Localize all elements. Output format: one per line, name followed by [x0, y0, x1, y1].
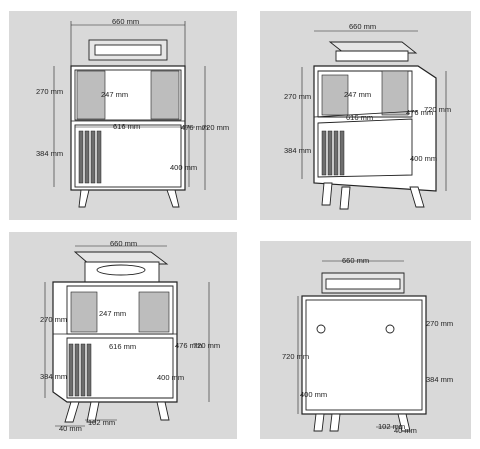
back-view-drawing: 660 mm 270 mm 384 mm 720 mm 400 mm 102 m…	[282, 256, 453, 435]
dim-leg: 40 mm	[394, 426, 417, 435]
upper-right-divider	[150, 70, 180, 120]
turntable	[73, 251, 169, 265]
leg-mid	[329, 413, 341, 432]
back-panel	[305, 299, 423, 411]
dim-lower-inner: 400 mm	[410, 154, 437, 163]
dim-inner-upper: 247 mm	[99, 309, 126, 318]
dim-height: 720 mm	[282, 352, 309, 361]
dim-upper: 270 mm	[426, 319, 453, 328]
upper-right-divider	[381, 70, 409, 116]
leg-left	[78, 189, 90, 208]
leg-mid	[339, 186, 351, 210]
perspective-right-panel: 660 mm 270 mm 384 mm 247 mm 616 mm 476 m…	[260, 11, 471, 220]
dim-lower: 384 mm	[40, 372, 67, 381]
cable-hole-right	[385, 324, 395, 334]
dim-width: 660 mm	[342, 256, 369, 265]
perspective-left-panel: 660 mm 270 mm 384 mm 247 mm 616 mm 476 m…	[9, 232, 237, 439]
dim-width: 660 mm	[349, 22, 376, 31]
upper-left-divider	[76, 70, 106, 120]
dim-leg: 40 mm	[59, 424, 82, 433]
perspective-left-drawing: 660 mm 270 mm 384 mm 247 mm 616 mm 476 m…	[40, 239, 220, 433]
dim-inner-depth: 476 mm	[181, 123, 208, 132]
dim-lower: 384 mm	[284, 146, 311, 155]
leg-left	[321, 182, 333, 206]
leg-right	[166, 189, 180, 208]
dim-inner-depth: 476 mm	[175, 341, 202, 350]
dim-upper: 270 mm	[284, 92, 311, 101]
dim-height: 720 mm	[424, 105, 451, 114]
dim-inner-width: 616 mm	[346, 113, 373, 122]
dim-lower-inner: 400 mm	[157, 373, 184, 382]
upper-left-divider	[321, 74, 349, 116]
dim-height: 720 mm	[193, 341, 220, 350]
records	[68, 343, 92, 397]
dim-inner-upper: 247 mm	[101, 90, 128, 99]
front-view-drawing: 660 mm 270 mm 384 mm 247 mm 616 mm 476 m…	[36, 17, 229, 208]
leg-right	[156, 401, 170, 421]
dim-lower: 384 mm	[426, 375, 453, 384]
leg-right	[409, 186, 425, 208]
dim-leg-gap: 102 mm	[88, 418, 115, 427]
upper-right-divider	[138, 291, 170, 333]
leg-left	[64, 401, 80, 423]
dim-inner-upper: 247 mm	[344, 90, 371, 99]
dim-lower-inner: 400 mm	[300, 390, 327, 399]
dim-height: 720 mm	[202, 123, 229, 132]
back-view-panel: 660 mm 270 mm 384 mm 720 mm 400 mm 102 m…	[260, 241, 471, 439]
perspective-right-drawing: 660 mm 270 mm 384 mm 247 mm 616 mm 476 m…	[284, 22, 451, 210]
front-view-panel: 660 mm 270 mm 384 mm 247 mm 616 mm 476 m…	[9, 11, 237, 220]
dim-upper: 270 mm	[40, 315, 67, 324]
dim-width: 660 mm	[112, 17, 139, 26]
dim-width: 660 mm	[110, 239, 137, 248]
dim-lower: 384 mm	[36, 149, 63, 158]
leg-left	[313, 413, 325, 432]
upper-left-divider	[70, 291, 98, 333]
turntable	[328, 41, 418, 54]
dim-inner-width: 616 mm	[109, 342, 136, 351]
dim-lower-inner: 400 mm	[170, 163, 197, 172]
records	[78, 130, 102, 184]
dim-inner-depth: 476 mm	[406, 108, 433, 117]
leg-mid	[86, 401, 100, 423]
dim-leg-gap: 102 mm	[378, 422, 405, 431]
dim-upper: 270 mm	[36, 87, 63, 96]
leg-right	[397, 413, 411, 432]
records	[321, 130, 345, 176]
cable-hole-left	[316, 324, 326, 334]
dim-inner-width: 616 mm	[113, 122, 140, 131]
